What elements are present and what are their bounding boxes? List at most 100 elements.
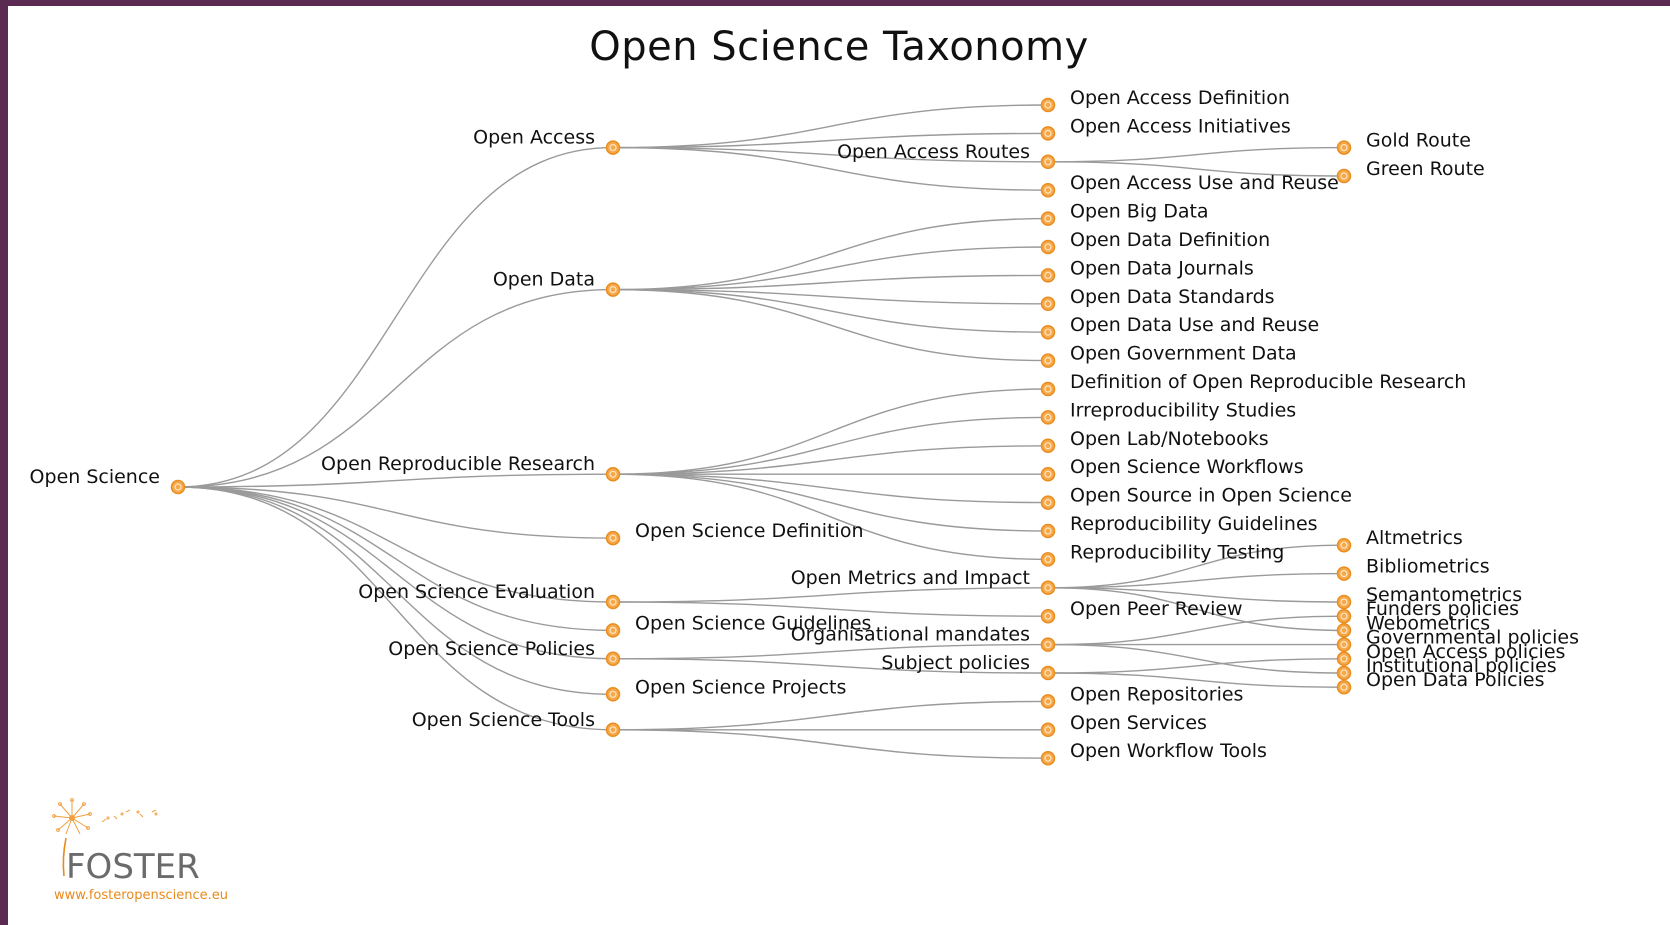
link-open-data-to-open-data-standards (612, 288, 1049, 305)
node-reproducibility-testing[interactable]: Reproducibility Testing (1040, 541, 1285, 567)
node-webometrics[interactable]: Webometrics (1336, 612, 1491, 638)
node-open-science-guidelines[interactable]: Open Science Guidelines (605, 612, 872, 638)
node-open-access[interactable]: Open Access (473, 127, 621, 155)
node-altmetrics[interactable]: Altmetrics (1336, 527, 1463, 553)
node-bibliometrics[interactable]: Bibliometrics (1336, 556, 1490, 581)
node-open-data-journals[interactable]: Open Data Journals (1040, 257, 1254, 283)
link-open-data-to-open-data-journals (612, 274, 1049, 291)
node-marker-inner (1044, 726, 1052, 734)
node-label: Governmental policies (1366, 627, 1579, 649)
node-open-workflow-tools[interactable]: Open Workflow Tools (1040, 740, 1267, 766)
link-subject-policies-to-open-data-policies (1047, 672, 1345, 688)
node-open-science-projects[interactable]: Open Science Projects (605, 676, 847, 702)
node-open-peer-review[interactable]: Open Peer Review (1040, 598, 1243, 624)
node-marker (1040, 665, 1056, 681)
node-open-science-workflows[interactable]: Open Science Workflows (1040, 456, 1304, 482)
node-label: Open Access Use and Reuse (1070, 172, 1339, 194)
node-marker (605, 687, 621, 702)
node-marker (1040, 637, 1056, 652)
link-open-science-to-open-data (177, 288, 614, 488)
node-institutional-policies[interactable]: Institutional policies (1336, 655, 1557, 681)
node-label: Funders policies (1366, 598, 1519, 620)
node-definition-of-open-reproducible-research[interactable]: Definition of Open Reproducible Research (1040, 371, 1467, 397)
node-label: Open Science Definition (635, 520, 863, 542)
node-open-government-data[interactable]: Open Government Data (1040, 343, 1297, 368)
node-open-data-definition[interactable]: Open Data Definition (1040, 229, 1271, 255)
node-open-reproducible-research[interactable]: Open Reproducible Research (321, 453, 621, 482)
link-open-science-tools-to-open-repositories (612, 700, 1049, 731)
node-open-source-in-open-science[interactable]: Open Source in Open Science (1040, 485, 1352, 510)
node-label: Institutional policies (1366, 655, 1557, 677)
node-organisational-mandates[interactable]: Organisational mandates (791, 624, 1056, 652)
node-label: Open Access Routes (837, 141, 1030, 163)
foster-logo: FOSTER (52, 798, 200, 887)
node-label: Open Data Standards (1070, 286, 1275, 308)
node-open-data[interactable]: Open Data (493, 269, 621, 297)
node-marker-inner (1044, 328, 1052, 336)
node-marker (1336, 594, 1352, 610)
node-label: Open Data Policies (1366, 669, 1544, 691)
node-open-big-data[interactable]: Open Big Data (1040, 201, 1209, 226)
node-funders-policies[interactable]: Funders policies (1336, 598, 1520, 624)
logo-url: www.fosteropenscience.eu (54, 888, 229, 903)
node-marker-inner (1340, 640, 1348, 649)
node-open-access-routes[interactable]: Open Access Routes (837, 141, 1056, 170)
node-marker-inner (1044, 555, 1052, 564)
node-marker-inner (1044, 754, 1052, 762)
link-open-reproducible-research-to-reproducibility-guidelines (612, 473, 1049, 532)
node-label: Irreproducibility Studies (1070, 399, 1296, 421)
node-open-access-initiatives[interactable]: Open Access Initiatives (1040, 115, 1291, 141)
link-open-science-to-open-science-projects (177, 486, 614, 695)
node-marker (1040, 154, 1056, 170)
node-subject-policies[interactable]: Subject policies (881, 652, 1056, 681)
node-open-science-definition[interactable]: Open Science Definition (605, 520, 864, 546)
node-green-route[interactable]: Green Route (1336, 158, 1485, 184)
node-marker (1040, 466, 1056, 482)
node-marker (1040, 438, 1056, 454)
node-open-data-standards[interactable]: Open Data Standards (1040, 286, 1275, 312)
node-open-science-evaluation[interactable]: Open Science Evaluation (358, 581, 621, 610)
node-open-science-tools[interactable]: Open Science Tools (412, 709, 621, 738)
diagram-canvas: Open Science Taxonomy Open Access Defini… (8, 6, 1670, 925)
node-open-metrics-and-impact[interactable]: Open Metrics and Impact (791, 567, 1056, 596)
node-open-access-definition[interactable]: Open Access Definition (1040, 87, 1290, 113)
node-reproducibility-guidelines[interactable]: Reproducibility Guidelines (1040, 513, 1318, 539)
link-open-science-evaluation-to-open-peer-review (612, 601, 1049, 617)
node-marker-inner (1340, 669, 1348, 677)
node-governmental-policies[interactable]: Governmental policies (1336, 627, 1580, 652)
node-marker (1336, 623, 1352, 638)
node-irreproducibility-studies[interactable]: Irreproducibility Studies (1040, 399, 1297, 425)
node-label: Open Access Initiatives (1070, 115, 1291, 137)
node-open-lab-notebooks[interactable]: Open Lab/Notebooks (1040, 428, 1269, 454)
node-open-access-policies[interactable]: Open Access policies (1336, 641, 1566, 667)
node-marker (1040, 495, 1056, 510)
link-open-reproducible-research-to-open-source-in-open-science (612, 473, 1049, 504)
node-open-services[interactable]: Open Services (1040, 712, 1207, 738)
link-open-data-to-open-data-definition (612, 246, 1049, 291)
node-open-data-use-and-reuse[interactable]: Open Data Use and Reuse (1040, 314, 1320, 340)
node-open-data-policies[interactable]: Open Data Policies (1336, 669, 1545, 695)
diagram-title: Open Science Taxonomy (589, 24, 1089, 70)
node-semantometrics[interactable]: Semantometrics (1336, 584, 1523, 610)
node-open-repositories[interactable]: Open Repositories (1040, 683, 1244, 709)
node-marker-inner (1044, 612, 1052, 620)
node-open-access-use-and-reuse[interactable]: Open Access Use and Reuse (1040, 172, 1339, 198)
node-marker-inner (609, 534, 617, 542)
node-marker-inner (1044, 442, 1052, 450)
node-marker-inner (1044, 271, 1052, 279)
node-marker (1040, 608, 1056, 624)
node-marker-inner (1044, 215, 1052, 223)
node-label: Open Science Projects (635, 676, 846, 698)
node-marker-inner (1044, 669, 1052, 677)
node-label: Gold Route (1366, 130, 1471, 152)
node-label: Green Route (1366, 158, 1485, 180)
node-open-science-policies[interactable]: Open Science Policies (388, 638, 621, 667)
node-marker (1040, 410, 1056, 425)
node-open-science[interactable]: Open Science (30, 466, 186, 495)
node-label: Open Workflow Tools (1070, 740, 1267, 762)
node-label: Organisational mandates (791, 624, 1030, 646)
node-marker (1336, 665, 1352, 681)
node-gold-route[interactable]: Gold Route (1336, 130, 1471, 155)
